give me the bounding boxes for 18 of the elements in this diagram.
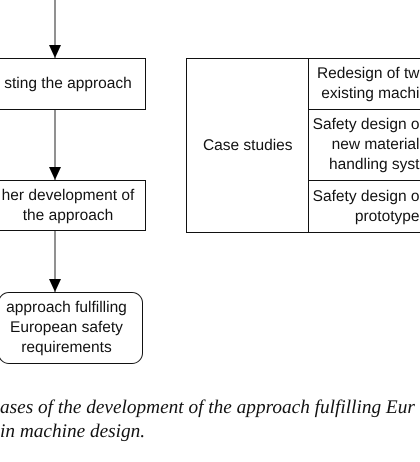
process-box bbox=[0, 58, 146, 110]
box-label: her development of the approach bbox=[0, 186, 136, 226]
table-header-cell bbox=[186, 58, 310, 233]
box-label: Safety design o prototype bbox=[312, 186, 420, 226]
table-cell bbox=[308, 109, 420, 182]
box-label: Safety design o new material handling syst bbox=[312, 115, 420, 176]
process-box bbox=[0, 180, 146, 231]
table-cell bbox=[308, 58, 420, 110]
arrow bbox=[49, 231, 61, 292]
box-label: approach fulfilling European safety requirements bbox=[5, 298, 128, 358]
box-label: sting the approach bbox=[3, 74, 133, 94]
box-label: Redesign of tw existing machi bbox=[316, 64, 420, 104]
figure-caption: ases of the development of the approach fulfilling Eur in machine design. bbox=[0, 396, 416, 444]
terminal-box bbox=[0, 292, 143, 364]
arrow bbox=[49, 0, 61, 58]
box-label: Case studies bbox=[202, 136, 294, 156]
arrow bbox=[49, 110, 61, 180]
table-cell bbox=[308, 180, 420, 233]
